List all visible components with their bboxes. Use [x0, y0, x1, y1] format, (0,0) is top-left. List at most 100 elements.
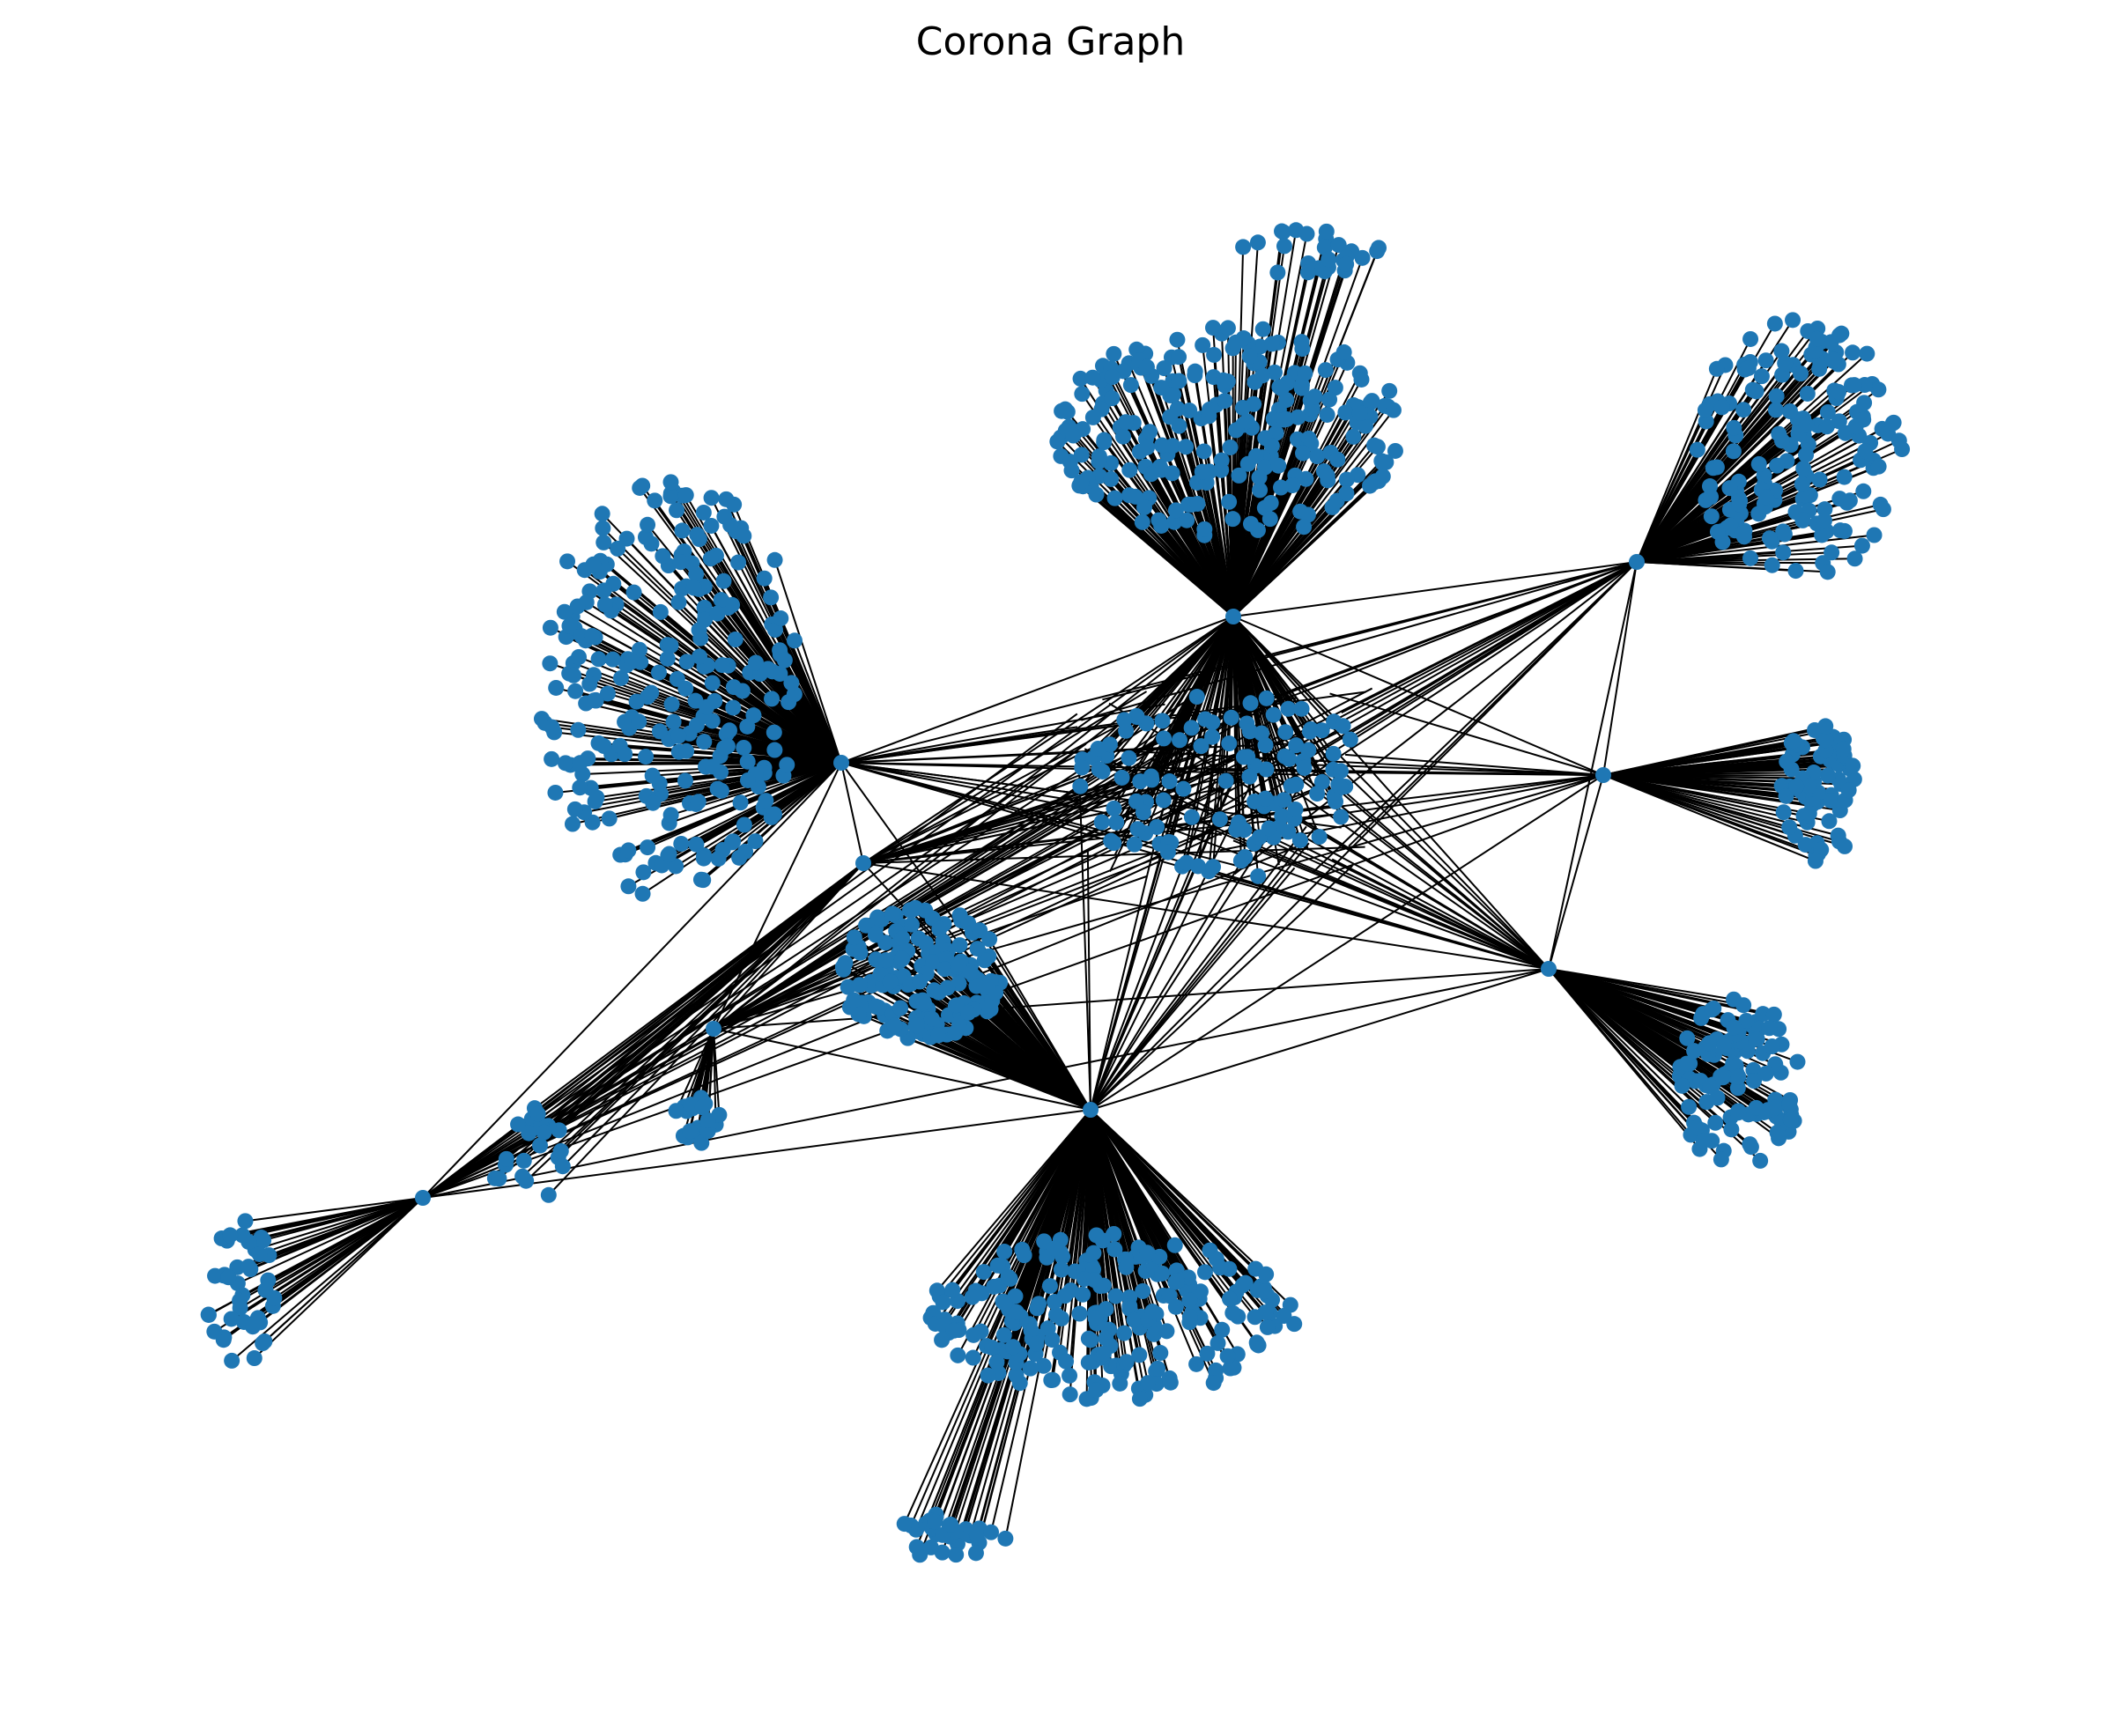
edge: [1636, 534, 1875, 563]
graph-node: [724, 834, 741, 851]
graph-node: [1674, 1077, 1690, 1094]
graph-node: [931, 920, 948, 937]
graph-node: [1716, 1037, 1733, 1053]
graph-node: [1299, 264, 1316, 281]
graph-node: [1321, 251, 1337, 268]
graph-node: [882, 973, 899, 990]
graph-node: [714, 657, 730, 674]
graph-node: [1731, 496, 1748, 513]
graph-node: [1288, 737, 1305, 754]
edge: [1241, 561, 1638, 822]
graph-node: [1309, 786, 1326, 802]
graph-node: [1213, 462, 1230, 478]
graph-node: [1274, 808, 1291, 824]
graph-node: [766, 742, 783, 758]
graph-node: [1278, 392, 1295, 409]
edge: [1232, 561, 1638, 617]
graph-node: [1374, 468, 1391, 484]
edge: [1128, 616, 1234, 759]
edge: [713, 1028, 1091, 1111]
graph-node: [595, 520, 611, 536]
graph-node: [936, 961, 953, 978]
graph-node: [682, 1123, 699, 1140]
graph-node: [1801, 778, 1817, 794]
graph-node: [943, 1516, 959, 1533]
graph-node: [1178, 439, 1195, 455]
graph-node: [1074, 386, 1091, 403]
graph-node: [911, 973, 928, 990]
graph-node: [544, 750, 560, 767]
graph-node: [662, 474, 679, 491]
edge: [840, 762, 1342, 829]
graph-node: [1766, 315, 1783, 332]
graph-node: [567, 683, 584, 699]
graph-node: [1875, 501, 1891, 518]
edge: [1090, 1109, 1267, 1275]
edge: [713, 616, 1234, 1030]
edge: [422, 862, 864, 1199]
graph-node: [1135, 1282, 1151, 1299]
edge: [1090, 698, 1269, 1111]
graph-node: [662, 637, 679, 654]
graph-node: [1258, 761, 1275, 778]
graph-node: [1087, 1310, 1104, 1326]
graph-node: [1222, 439, 1239, 455]
graph-node: [542, 619, 559, 636]
edge: [910, 1109, 1091, 1526]
graph-node: [721, 722, 738, 739]
graph-node: [903, 916, 920, 933]
graph-node: [1774, 432, 1791, 449]
edge: [1090, 561, 1638, 1111]
graph-node: [1836, 469, 1853, 485]
edge: [1232, 616, 1344, 727]
graph-node: [674, 522, 691, 539]
graph-node: [521, 1125, 537, 1141]
graph-node: [1199, 1345, 1216, 1362]
graph-node: [1817, 718, 1834, 735]
graph-node: [678, 654, 695, 670]
graph-node: [960, 1004, 977, 1021]
edge: [1548, 774, 1604, 970]
graph-node: [1280, 824, 1297, 840]
graph-node: [1811, 471, 1828, 488]
graph-node: [255, 1335, 271, 1352]
graph-node: [1276, 792, 1292, 809]
edge: [696, 534, 842, 764]
graph-node: [1022, 1360, 1039, 1377]
graph-node: [1753, 368, 1770, 385]
graph-node: [1208, 1362, 1224, 1378]
graph-node: [1778, 787, 1794, 804]
graph-node: [1291, 832, 1308, 849]
graph-node: [846, 929, 862, 946]
graph-node: [715, 573, 732, 589]
graph-node: [651, 775, 668, 792]
graph-node: [1353, 371, 1370, 388]
graph-node: [566, 801, 583, 817]
graph-node: [1321, 391, 1338, 408]
graph-node: [1366, 437, 1383, 454]
graph-node: [704, 758, 721, 775]
edge: [1602, 725, 1826, 776]
graph-node: [542, 655, 559, 672]
edge: [713, 1028, 721, 1115]
edge: [1102, 561, 1638, 701]
graph-node: [1734, 525, 1750, 542]
graph-node: [702, 550, 719, 567]
graph-node: [1189, 858, 1206, 875]
graph-node: [1181, 1309, 1198, 1326]
graph-node: [758, 793, 774, 809]
edge: [1232, 462, 1387, 617]
graph-node: [1128, 793, 1144, 809]
graph-node: [725, 699, 742, 716]
graph-node: [1894, 440, 1911, 457]
graph-node: [1106, 800, 1122, 816]
graph-node: [1345, 428, 1362, 445]
graph-node: [1221, 1290, 1238, 1307]
graph-node: [867, 927, 884, 943]
graph-node: [1295, 445, 1312, 462]
graph-node: [206, 1323, 223, 1340]
edge: [245, 1197, 424, 1223]
graph-node: [951, 957, 967, 973]
graph-node: [1219, 1348, 1236, 1364]
graph-node: [950, 1347, 966, 1363]
